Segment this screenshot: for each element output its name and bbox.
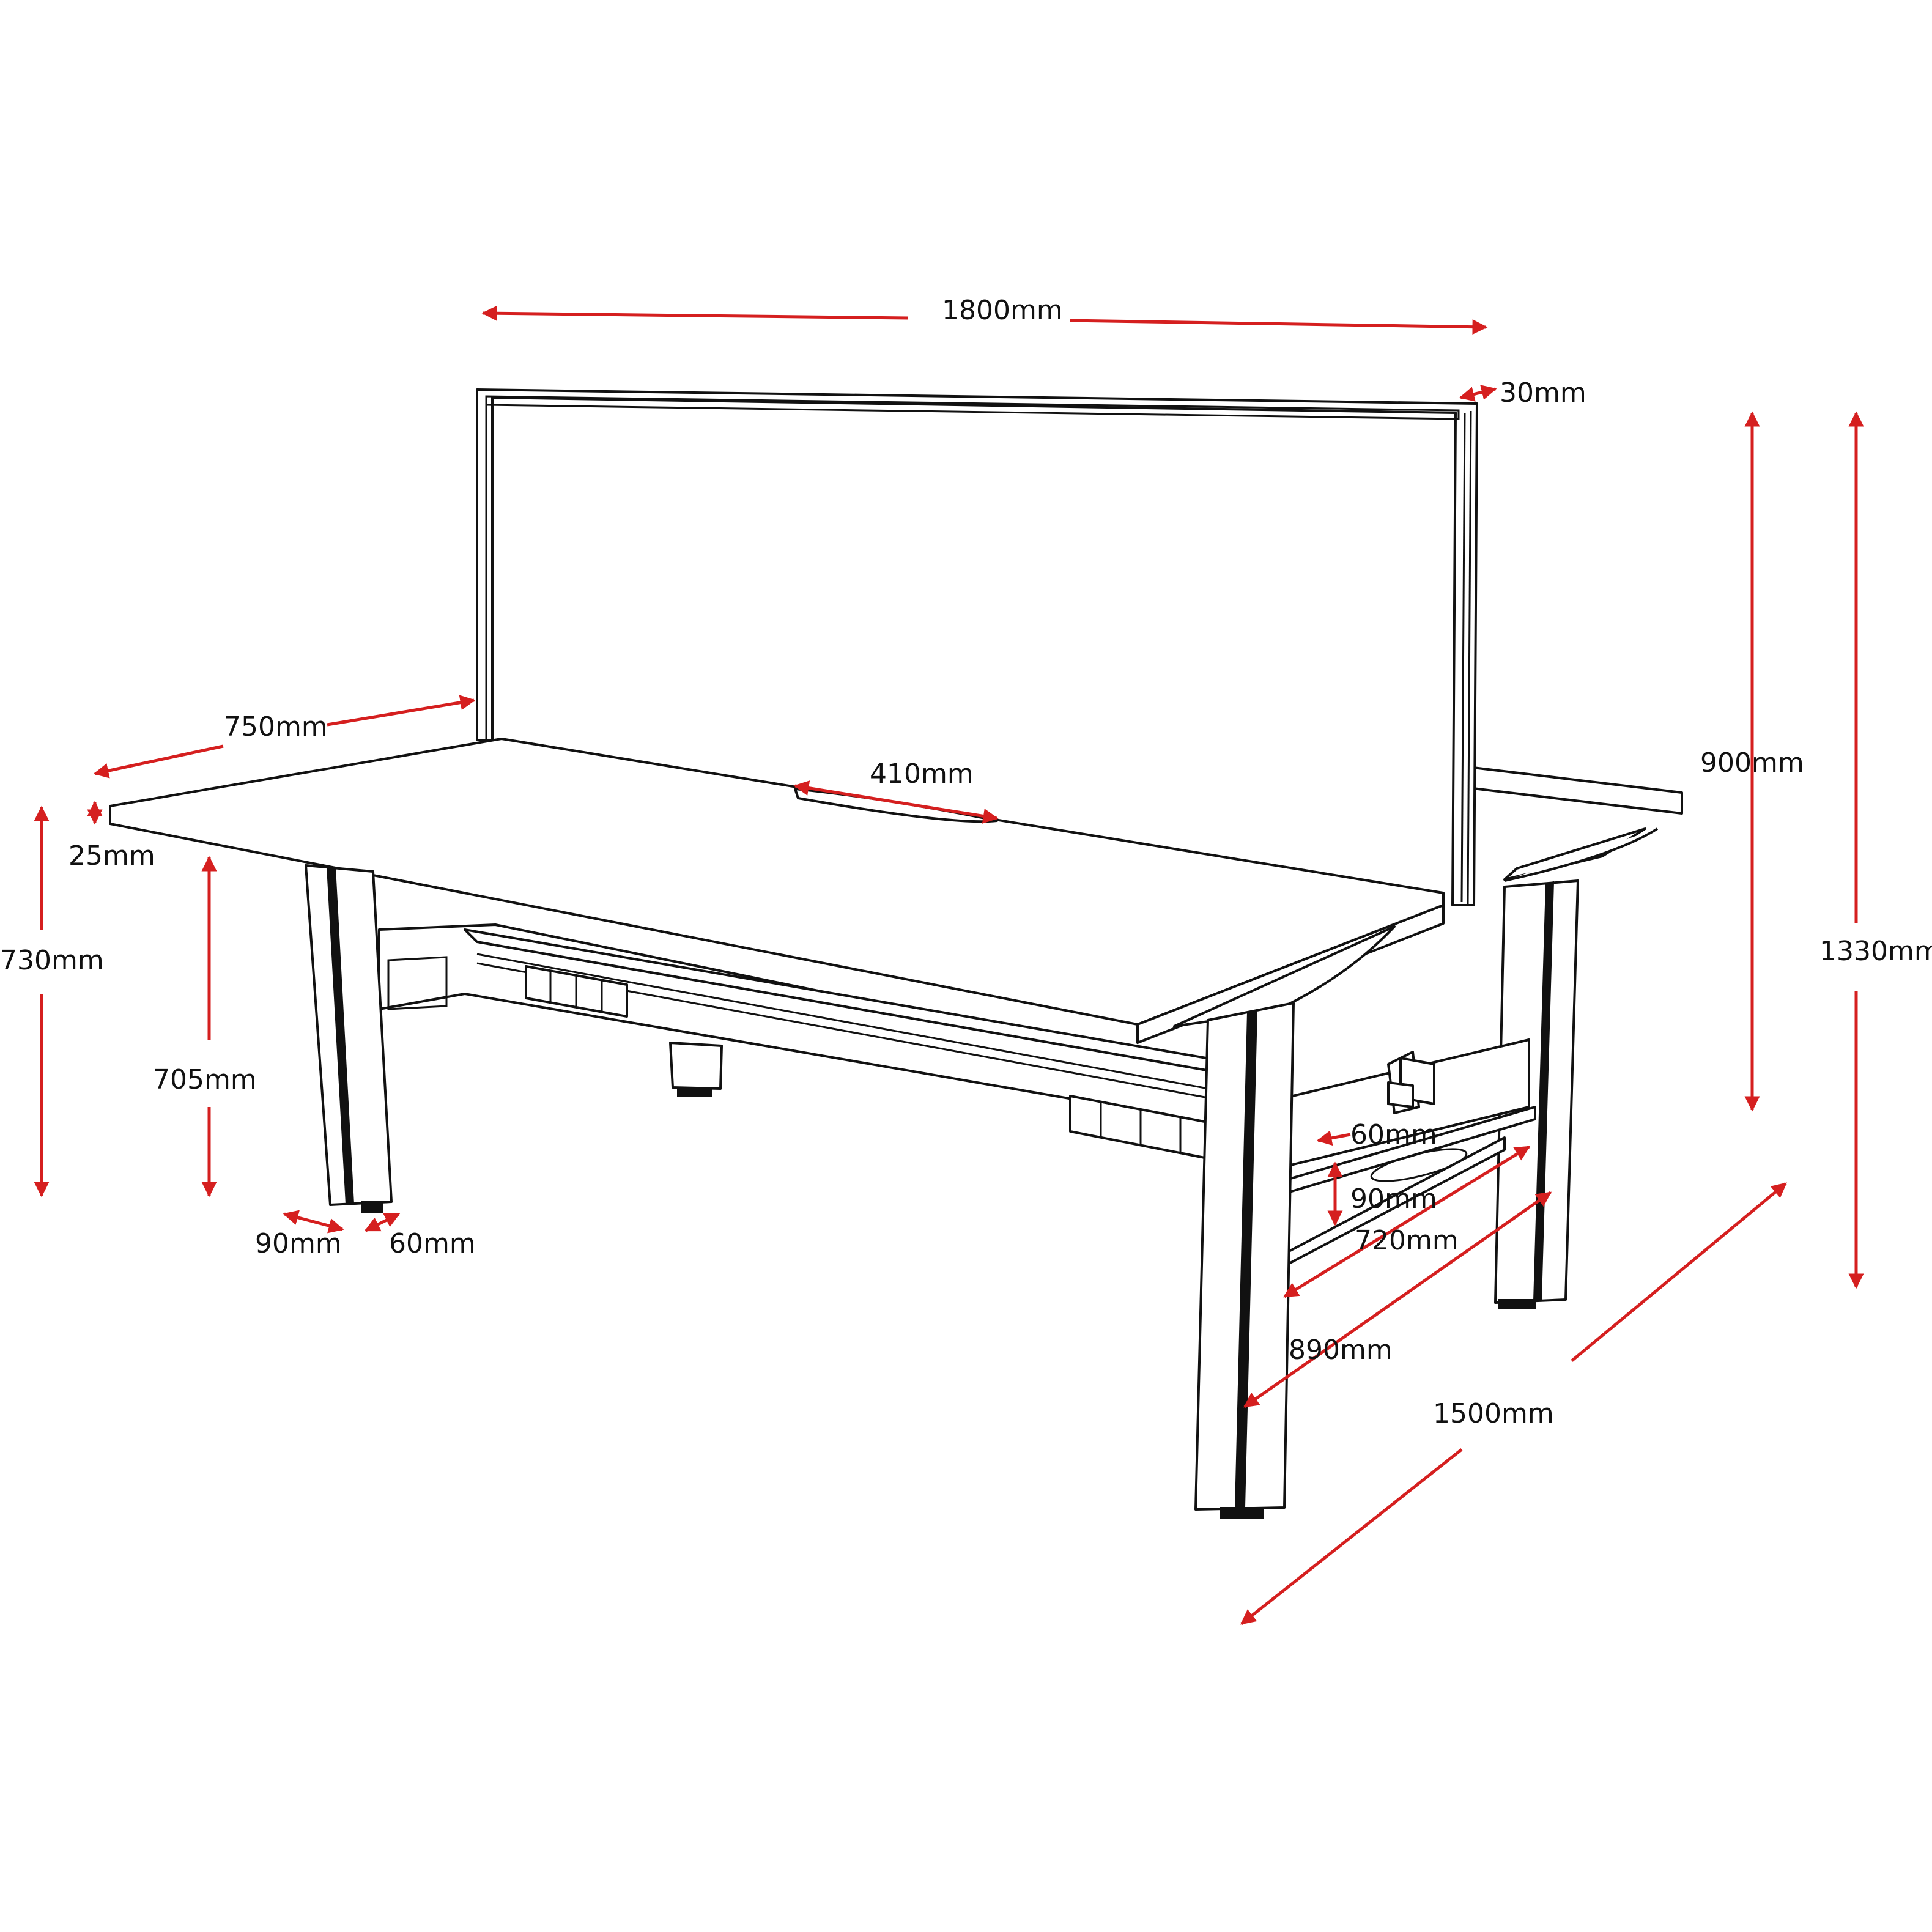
desk-illustration bbox=[109, 388, 1683, 1519]
arrow-rail-depth bbox=[1316, 1130, 1351, 1146]
label-top-thickness: 25mm bbox=[68, 840, 155, 872]
rear-left-foot bbox=[669, 1042, 723, 1097]
label-rail-depth: 60mm bbox=[1350, 1119, 1437, 1150]
label-foot-span-inner: 720mm bbox=[1355, 1225, 1459, 1256]
privacy-screen bbox=[476, 388, 1478, 1108]
label-desk-width: 1800mm bbox=[942, 295, 1063, 326]
label-rail-height: 90mm bbox=[1350, 1183, 1437, 1215]
label-overall-height-desk: 730mm bbox=[0, 945, 104, 976]
arrow-overall-depth-right bbox=[1571, 1182, 1787, 1362]
arrow-cable-port bbox=[793, 780, 999, 824]
power-module-left bbox=[525, 965, 628, 1018]
label-leg-width: 90mm bbox=[255, 1228, 342, 1259]
arrow-screen-thickness bbox=[1459, 385, 1497, 402]
label-screen-height: 900mm bbox=[1700, 747, 1804, 779]
desk-top bbox=[109, 738, 1659, 1044]
arrow-leg-width bbox=[283, 1210, 344, 1234]
label-overall-height-screen: 1330mm bbox=[1819, 936, 1932, 967]
arrow-foot-span-outer bbox=[1243, 1191, 1552, 1408]
front-right-leg bbox=[1194, 1002, 1295, 1519]
label-foot-span-outer: 890mm bbox=[1289, 1334, 1393, 1366]
label-underside-height: 705mm bbox=[153, 1064, 257, 1095]
arrow-depth-right bbox=[327, 695, 476, 727]
front-left-leg bbox=[305, 864, 393, 1213]
label-overall-depth: 1500mm bbox=[1433, 1398, 1554, 1429]
dimension-labels: 1800mm 30mm 750mm 410mm 25mm 730mm 705mm… bbox=[0, 295, 1932, 1429]
dimension-arrows bbox=[34, 305, 1864, 1625]
arrow-depth-left bbox=[93, 744, 224, 779]
label-screen-thickness: 30mm bbox=[1500, 377, 1586, 409]
label-cable-port: 410mm bbox=[870, 758, 974, 790]
arrow-desk-width-right bbox=[1070, 319, 1488, 335]
arrow-desk-width-left bbox=[481, 305, 909, 321]
label-leg-depth: 60mm bbox=[389, 1228, 476, 1259]
arrow-overall-depth-left bbox=[1240, 1448, 1463, 1625]
arrow-leg-depth bbox=[364, 1212, 401, 1232]
label-desk-depth: 750mm bbox=[224, 711, 328, 742]
